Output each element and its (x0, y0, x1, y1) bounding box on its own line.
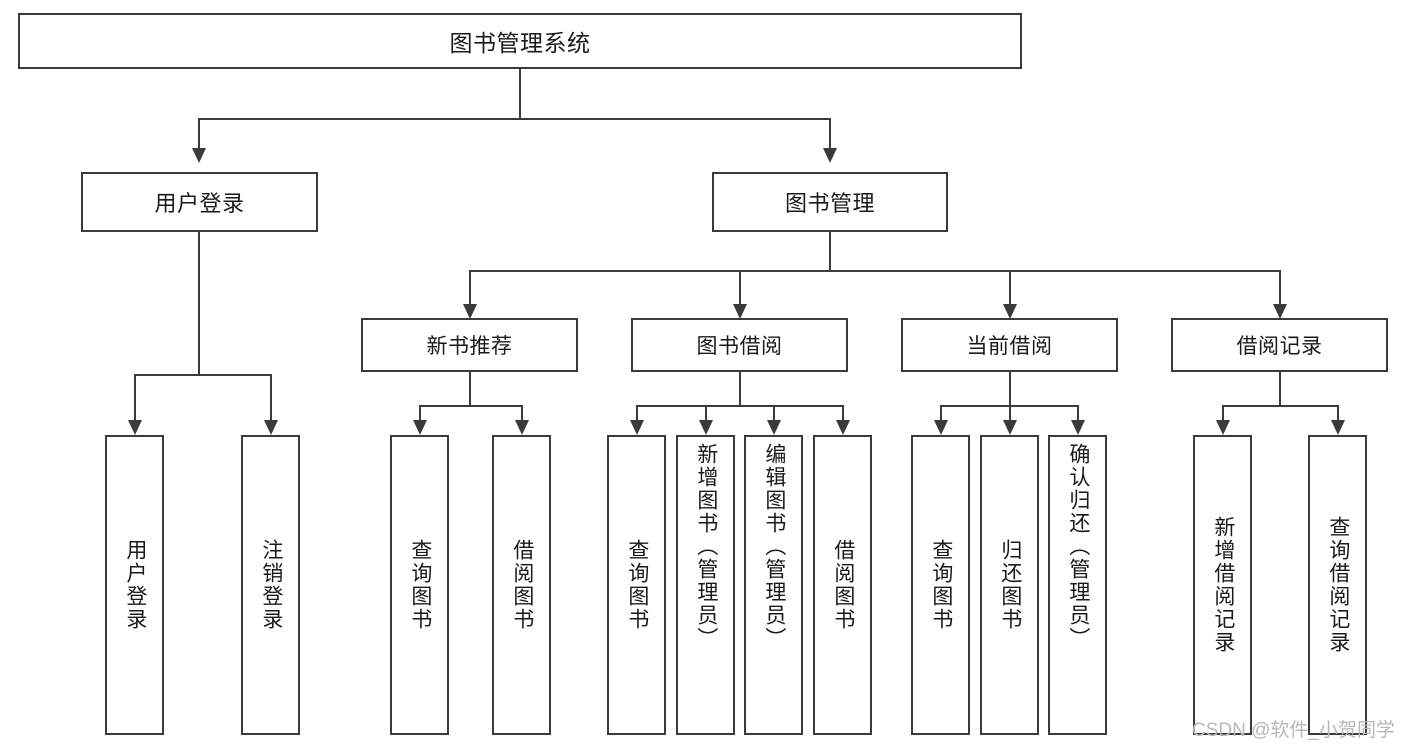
node-label: 查询图书 (929, 539, 953, 631)
arrow-to-current-borrow (1003, 304, 1017, 319)
connector-book-borrow-drop-1 (636, 405, 638, 420)
connector-user-login-stem (198, 232, 200, 374)
connector-user-login-bus (134, 374, 270, 376)
leaf-borrow-book[interactable]: 借阅图书 (813, 435, 872, 735)
connector-current-borrow-stem (1009, 372, 1011, 405)
arrow-to-book-borrow (733, 304, 747, 319)
node-label: 用户登录 (154, 191, 245, 216)
leaf-add-book[interactable]: 新增图书（管理员） (676, 435, 735, 735)
leaf-return-book[interactable]: 归还图书 (980, 435, 1039, 735)
node-label: 确认归还（管理员） (1066, 443, 1090, 650)
node-label: 编辑图书（管理员） (762, 443, 786, 650)
connector-borrow-records-drop-2 (1337, 405, 1339, 420)
leaf-edit-book[interactable]: 编辑图书（管理员） (744, 435, 803, 735)
connector-new-book-bus (419, 405, 523, 407)
connector-level3-drop-4 (1279, 270, 1281, 304)
connector-borrow-records-bus (1222, 405, 1339, 407)
watermark-text: CSDN @软件_小贺同学 (1192, 720, 1395, 741)
node-label: 新增图书（管理员） (694, 443, 718, 650)
connector-current-borrow-drop-1 (940, 405, 942, 420)
connector-level2-drop-left (198, 118, 200, 148)
arrow-to-leaf-add-book (699, 420, 713, 435)
connector-current-borrow-drop-3 (1077, 405, 1079, 420)
arrow-to-leaf-borrow-book-a (515, 420, 529, 435)
node-label: 借阅图书 (831, 539, 855, 631)
arrow-to-leaf-query-book-c (934, 420, 948, 435)
node-label: 借阅记录 (1236, 335, 1323, 358)
arrow-to-borrow-records (1273, 304, 1287, 319)
connector-book-borrow-drop-3 (773, 405, 775, 420)
leaf-borrow-book-recommend[interactable]: 借阅图书 (492, 435, 551, 735)
connector-borrow-records-stem (1279, 372, 1281, 405)
node-label: 注销登录 (259, 539, 283, 631)
connector-level3-bus (469, 270, 1281, 272)
arrow-to-leaf-confirm-return (1071, 420, 1085, 435)
node-borrow-records[interactable]: 借阅记录 (1171, 318, 1388, 372)
arrow-to-leaf-borrow-book-b (836, 420, 850, 435)
connector-book-management-stem (829, 232, 831, 270)
arrow-to-leaf-add-record (1216, 420, 1230, 435)
connector-borrow-records-drop-1 (1222, 405, 1224, 420)
connector-current-borrow-drop-2 (1009, 405, 1011, 420)
node-user-login[interactable]: 用户登录 (81, 172, 318, 232)
node-label: 借阅图书 (510, 539, 534, 631)
connector-user-login-drop-1 (134, 374, 136, 420)
arrow-to-leaf-query-book-a (413, 420, 427, 435)
node-label: 新增借阅记录 (1211, 516, 1235, 654)
node-label: 图书管理系统 (449, 30, 591, 56)
connector-new-book-stem (469, 372, 471, 405)
node-book-borrow[interactable]: 图书借阅 (631, 318, 848, 372)
leaf-query-book-recommend[interactable]: 查询图书 (390, 435, 449, 735)
leaf-query-book-current[interactable]: 查询图书 (911, 435, 970, 735)
connector-user-login-drop-2 (270, 374, 272, 420)
connector-new-book-drop-2 (521, 405, 523, 420)
arrow-to-leaf-query-record (1331, 420, 1345, 435)
arrow-to-new-book-recommend (463, 304, 477, 319)
node-label: 当前借阅 (966, 335, 1053, 358)
connector-level3-drop-1 (469, 270, 471, 304)
connector-book-borrow-drop-2 (705, 405, 707, 420)
node-current-borrow[interactable]: 当前借阅 (901, 318, 1118, 372)
leaf-user-login[interactable]: 用户登录 (105, 435, 164, 735)
arrow-to-leaf-edit-book (767, 420, 781, 435)
node-label: 图书管理 (784, 191, 875, 216)
leaf-logout[interactable]: 注销登录 (241, 435, 300, 735)
leaf-add-borrow-record[interactable]: 新增借阅记录 (1193, 435, 1252, 735)
connector-level2-bus (198, 118, 831, 120)
arrow-to-leaf-user-login (128, 420, 142, 435)
connector-level2-drop-right (829, 118, 831, 148)
connector-level3-drop-2 (739, 270, 741, 304)
leaf-confirm-return[interactable]: 确认归还（管理员） (1048, 435, 1107, 735)
connector-book-borrow-drop-4 (842, 405, 844, 420)
connector-book-borrow-bus (636, 405, 844, 407)
node-root-system[interactable]: 图书管理系统 (18, 13, 1022, 69)
arrow-to-leaf-query-book-b (630, 420, 644, 435)
arrow-to-book-management (823, 148, 837, 163)
leaf-query-borrow-record[interactable]: 查询借阅记录 (1308, 435, 1367, 735)
leaf-query-book-borrow[interactable]: 查询图书 (607, 435, 666, 735)
arrow-to-leaf-return-book (1003, 420, 1017, 435)
node-label: 图书借阅 (696, 335, 783, 358)
connector-level3-drop-3 (1009, 270, 1011, 304)
node-label: 查询图书 (625, 539, 649, 631)
node-new-book-recommend[interactable]: 新书推荐 (361, 318, 578, 372)
arrow-to-user-login (192, 148, 206, 163)
node-label: 新书推荐 (426, 335, 513, 358)
connector-book-borrow-stem (739, 372, 741, 405)
connector-new-book-drop-1 (419, 405, 421, 420)
connector-root-stem (519, 69, 521, 118)
node-label: 查询借阅记录 (1326, 516, 1350, 654)
node-book-management[interactable]: 图书管理 (712, 172, 948, 232)
node-label: 用户登录 (123, 539, 147, 631)
node-label: 归还图书 (998, 539, 1022, 631)
node-label: 查询图书 (408, 539, 432, 631)
arrow-to-leaf-logout (264, 420, 278, 435)
